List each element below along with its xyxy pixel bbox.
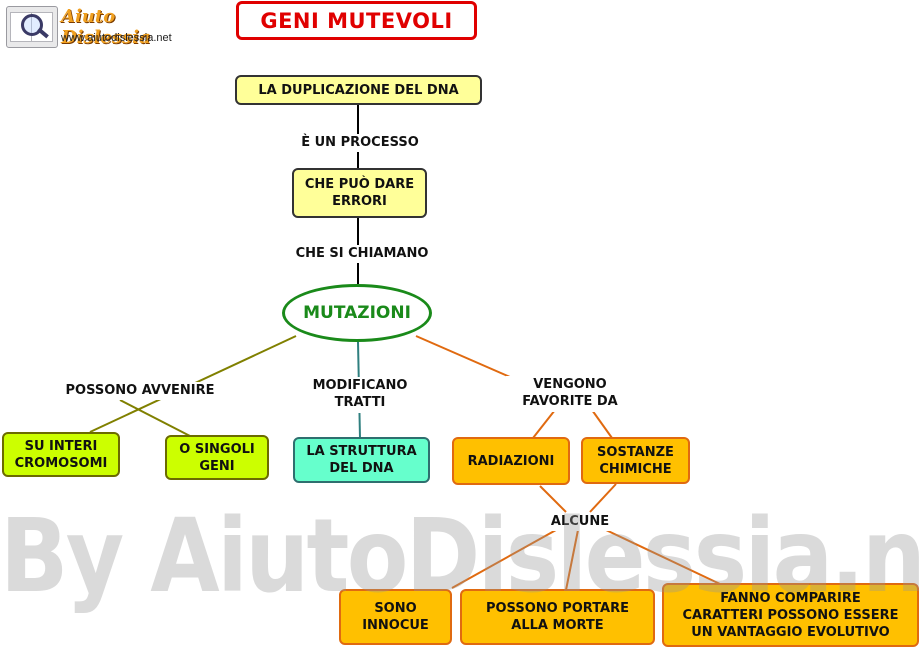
map-title: GENI MUTEVOLI xyxy=(236,1,477,40)
link-label-chiamano: CHE SI CHIAMANO xyxy=(282,245,442,263)
node-radiazioni: RADIAZIONI xyxy=(452,437,570,485)
link-label-processo: È UN PROCESSO xyxy=(288,134,432,152)
node-innocue: SONO INNOCUE xyxy=(339,589,452,645)
link-label-avvenire: POSSONO AVVENIRE xyxy=(52,382,228,400)
logo-title: Aiuto Dislessia xyxy=(61,6,151,48)
node-geni: O SINGOLI GENI xyxy=(165,435,269,480)
link-label-modificano: MODIFICANO TRATTI xyxy=(298,377,422,413)
node-errori: CHE PUÒ DARE ERRORI xyxy=(292,168,427,218)
node-sostanze: SOSTANZE CHIMICHE xyxy=(581,437,690,484)
node-morte: POSSONO PORTARE ALLA MORTE xyxy=(460,589,655,645)
logo-url: www.aiutodislessia.net xyxy=(61,32,172,44)
link-label-alcune: ALCUNE xyxy=(538,513,622,531)
node-caratteri: FANNO COMPARIRE CARATTERI POSSONO ESSERE… xyxy=(662,583,919,647)
node-mutazioni: MUTAZIONI xyxy=(282,284,432,342)
node-cromosomi: SU INTERI CROMOSOMI xyxy=(2,432,120,477)
magnifier-book-icon xyxy=(6,6,58,48)
node-struttura: LA STRUTTURA DEL DNA xyxy=(293,437,430,483)
node-duplicazione: LA DUPLICAZIONE DEL DNA xyxy=(235,75,482,105)
link-label-favorite: VENGONO FAVORITE DA xyxy=(506,376,634,412)
aiutodislessia-logo[interactable]: Aiuto Dislessia www.aiutodislessia.net xyxy=(6,4,196,50)
